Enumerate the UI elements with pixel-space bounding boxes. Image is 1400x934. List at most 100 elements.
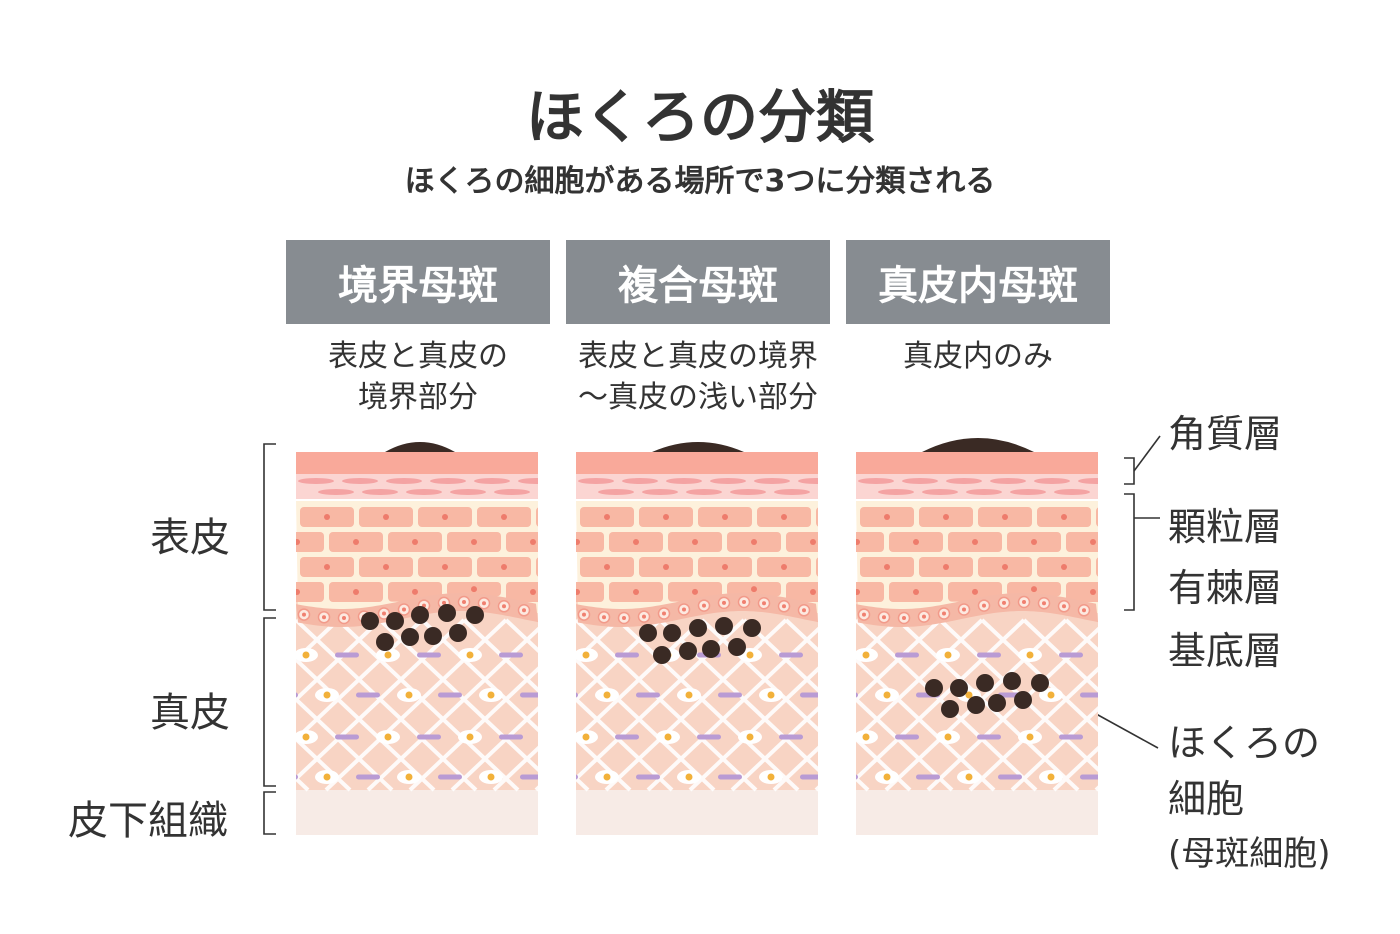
fibroblast bbox=[417, 652, 441, 658]
collagen-fiber bbox=[0, 620, 156, 790]
granular-layer bbox=[576, 474, 818, 500]
keratinocyte-nucleus bbox=[324, 564, 330, 570]
fibroblast bbox=[916, 774, 940, 780]
dermal-cell-nucleus bbox=[1047, 773, 1055, 781]
keratinocyte-nucleus bbox=[1031, 586, 1037, 593]
nevus-cell bbox=[941, 700, 959, 718]
collagen-fiber bbox=[0, 620, 140, 790]
nevus-cell bbox=[361, 612, 379, 630]
dermal-cell-nucleus bbox=[862, 733, 870, 741]
basal-cell-nucleus bbox=[1082, 608, 1086, 613]
fibroblast bbox=[636, 774, 660, 780]
keratinocyte bbox=[296, 532, 324, 552]
granular-cell bbox=[362, 489, 398, 495]
fibroblast bbox=[356, 692, 380, 698]
dermal-cell-nucleus bbox=[603, 691, 611, 699]
collagen-fiber bbox=[0, 620, 128, 790]
label-dermis: 真皮 bbox=[150, 690, 230, 736]
keratinocyte-nucleus bbox=[442, 514, 448, 520]
nevus-cell bbox=[1031, 674, 1049, 692]
mole-surface-3 bbox=[922, 438, 1034, 452]
keratinocyte-nucleus bbox=[913, 539, 919, 545]
keratinocyte bbox=[241, 557, 295, 577]
keratinocyte bbox=[536, 557, 538, 577]
fibroblast bbox=[998, 774, 1022, 780]
dermal-cell-nucleus bbox=[384, 651, 392, 659]
granular-cell bbox=[642, 489, 678, 495]
keratinocyte bbox=[1155, 557, 1209, 577]
keratinocyte-nucleus bbox=[1061, 514, 1067, 520]
label-stratum-granulosum: 顆粒層 bbox=[1168, 505, 1283, 549]
keratinocyte-nucleus bbox=[633, 589, 639, 595]
basal-layer bbox=[576, 593, 818, 627]
keratinocyte bbox=[576, 532, 604, 552]
keratinocyte-nucleus bbox=[825, 564, 831, 570]
keratinocyte-nucleus bbox=[235, 589, 241, 595]
collagen-fiber bbox=[576, 618, 758, 792]
collagen-fiber bbox=[604, 618, 788, 792]
stratum-corneum bbox=[296, 452, 538, 474]
keratinocyte-nucleus bbox=[663, 564, 669, 570]
keratinocyte-nucleus bbox=[501, 514, 507, 520]
desc-junctional-nevus: 表皮と真皮の 境界部分 bbox=[268, 336, 568, 418]
basal-cell-nucleus bbox=[302, 612, 306, 617]
collagen-fiber bbox=[1180, 620, 1360, 790]
granular-cell bbox=[966, 489, 1002, 495]
nevus-cell bbox=[386, 612, 404, 630]
header-intradermal-nevus: 真皮内母斑 bbox=[846, 240, 1110, 324]
basal-cell-nucleus bbox=[742, 600, 746, 605]
collagen-fiber bbox=[0, 620, 2, 790]
collagen-fiber bbox=[0, 620, 98, 790]
keratinocyte-nucleus bbox=[825, 514, 831, 520]
nevus-cell bbox=[663, 624, 681, 642]
granular-cell bbox=[518, 478, 538, 484]
keratinocyte bbox=[296, 582, 324, 602]
keratinocyte bbox=[576, 582, 604, 602]
nevus-cell bbox=[976, 674, 994, 692]
keratinocyte-nucleus bbox=[633, 539, 639, 545]
bracket-granular-spinous bbox=[1124, 493, 1135, 611]
keratinocyte-nucleus bbox=[840, 514, 846, 520]
basal-cell-nucleus bbox=[642, 614, 646, 619]
dermal-cell bbox=[540, 648, 564, 662]
header-junctional-nevus: 境界母斑 bbox=[286, 240, 550, 324]
fibroblast bbox=[1059, 652, 1083, 658]
fibroblast bbox=[718, 774, 742, 780]
subcutaneous-layer bbox=[856, 790, 1098, 835]
collagen-fiber bbox=[1094, 785, 1098, 792]
basal-cell-nucleus bbox=[522, 608, 526, 613]
collagen-fiber bbox=[32, 620, 212, 790]
keratinocyte-nucleus bbox=[324, 514, 330, 520]
nevus-cell bbox=[988, 694, 1006, 712]
basal-cell-nucleus bbox=[622, 615, 626, 620]
dermal-cell-nucleus bbox=[549, 734, 556, 741]
basal-cell-nucleus bbox=[982, 603, 986, 608]
keratinocyte-nucleus bbox=[810, 589, 816, 595]
skin-panel-2 bbox=[0, 452, 846, 835]
fibroblast bbox=[977, 652, 1001, 658]
keratinocyte-nucleus bbox=[663, 514, 669, 520]
collagen-fiber bbox=[576, 618, 662, 703]
granular-cell bbox=[774, 489, 810, 495]
collagen-fiber bbox=[856, 618, 984, 742]
collagen-fiber bbox=[856, 696, 954, 792]
basal-cell-nucleus bbox=[782, 604, 786, 609]
basal-cell-nucleus bbox=[602, 615, 606, 620]
fibroblast bbox=[779, 652, 803, 658]
basal-cell-nucleus bbox=[882, 615, 886, 620]
keratinocyte-nucleus bbox=[1061, 564, 1067, 570]
basal-cell-nucleus bbox=[462, 600, 466, 605]
keratinocyte bbox=[506, 582, 538, 602]
fibroblast bbox=[800, 692, 818, 698]
keratinocyte-nucleus bbox=[781, 514, 787, 520]
desc-line: 境界部分 bbox=[358, 380, 478, 415]
keratinocyte-nucleus bbox=[265, 564, 271, 570]
keratinocyte-nucleus bbox=[943, 564, 949, 570]
granular-cell bbox=[902, 478, 938, 484]
nevus-cell bbox=[653, 646, 671, 664]
granular-cell bbox=[922, 489, 958, 495]
collagen-fiber bbox=[1010, 706, 1098, 792]
basal-cell-nucleus bbox=[1042, 601, 1046, 606]
keratinocyte bbox=[786, 532, 818, 552]
fibroblast bbox=[1059, 734, 1083, 740]
